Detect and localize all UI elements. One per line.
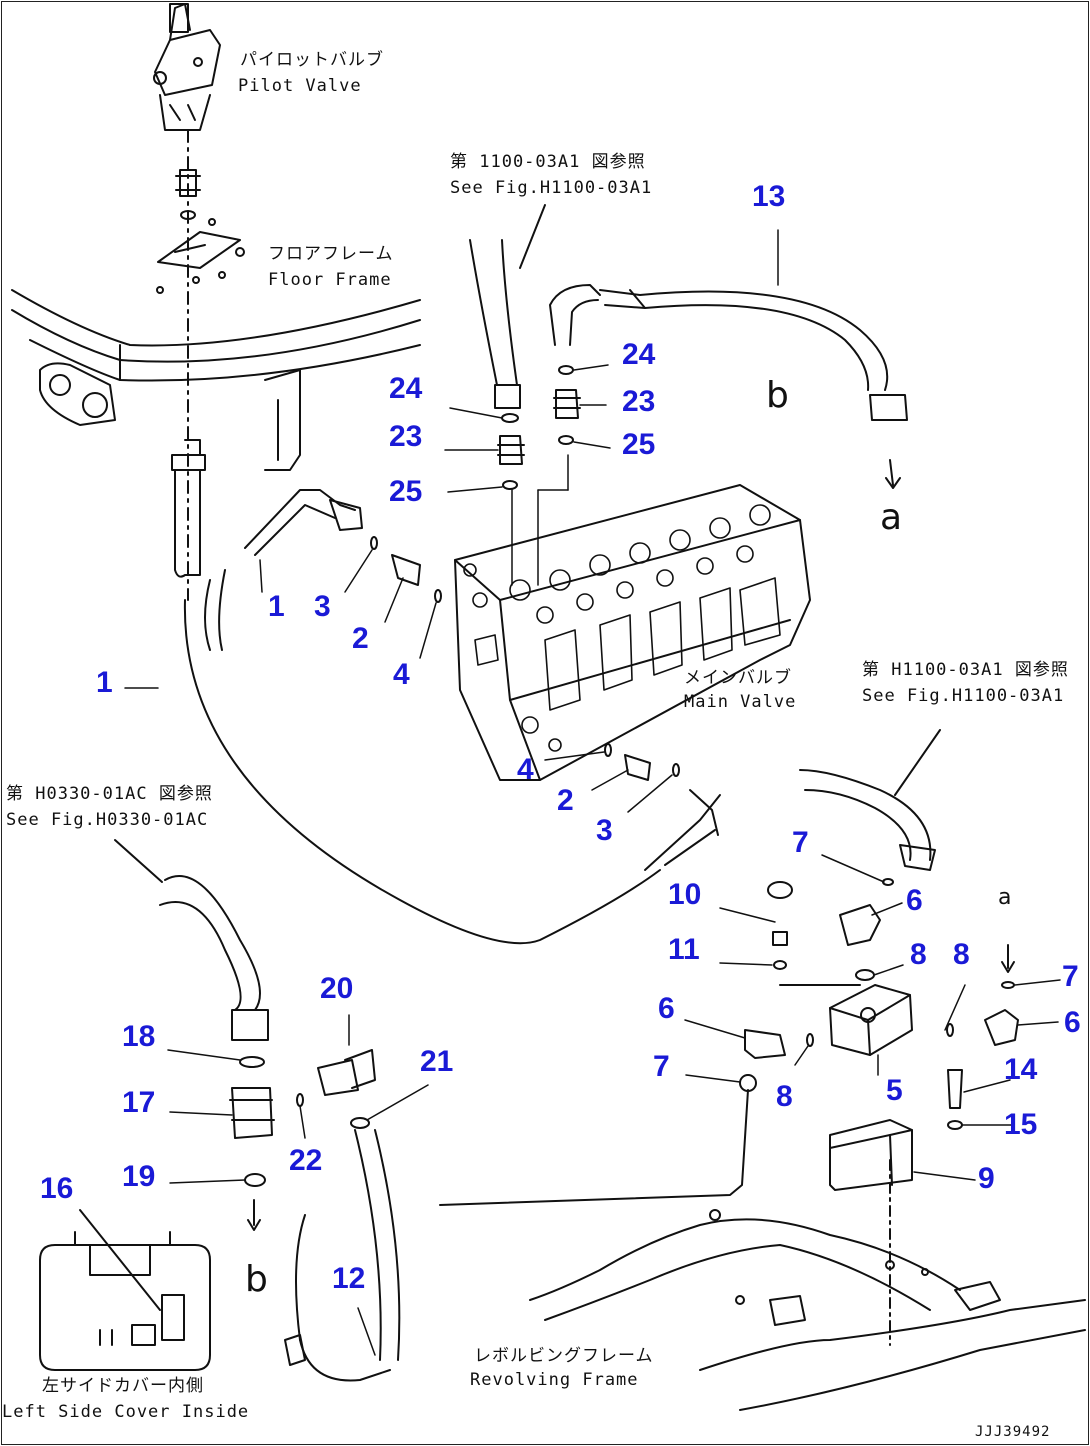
callout-6-c: 6 <box>1064 1006 1081 1039</box>
hose-1-upper-drawing <box>244 489 363 556</box>
callout-20: 20 <box>320 972 354 1005</box>
pilot-valve-drawing <box>153 3 221 601</box>
callout-23-a: 23 <box>389 420 423 453</box>
pilot-valve-label-en: Pilot Valve <box>238 76 362 96</box>
callout-12: 12 <box>332 1262 366 1295</box>
fittings-left-drawing <box>370 536 442 603</box>
block-9-drawing <box>829 1069 963 1346</box>
ref-left-label-jp: 第 H0330-01AC 図参照 <box>6 784 213 804</box>
letter-b-top: b <box>766 375 789 416</box>
callout-23-b: 23 <box>622 385 656 418</box>
side-cover-label-jp: 左サイドカバー内側 <box>42 1376 204 1396</box>
callout-14: 14 <box>1004 1053 1038 1086</box>
callout-6-a: 6 <box>906 884 923 917</box>
callout-21: 21 <box>420 1045 454 1078</box>
callout-17: 17 <box>122 1086 156 1119</box>
callout-8-a: 8 <box>910 938 927 971</box>
callout-25-b: 25 <box>622 428 656 461</box>
left-parts-drawing <box>114 839 401 1382</box>
pilot-valve-label-jp: パイロットバルブ <box>240 50 384 70</box>
callout-7-a: 7 <box>792 826 809 859</box>
revolving-frame-label-en: Revolving Frame <box>470 1370 639 1390</box>
callout-11: 11 <box>668 933 700 966</box>
leader-lines <box>124 229 1061 1356</box>
callout-3-b: 3 <box>596 814 613 847</box>
hose-ref-right-drawing <box>799 729 941 871</box>
callout-25-a: 25 <box>389 475 423 508</box>
callout-5: 5 <box>886 1074 903 1107</box>
ref-right-label-en: See Fig.H1100-03A1 <box>862 686 1065 706</box>
callout-2-b: 2 <box>557 784 574 817</box>
main-valve-label-jp: メインバルブ <box>684 668 792 688</box>
hose-ref-top-drawing <box>469 204 546 409</box>
callout-1-a: 1 <box>268 590 285 623</box>
callout-8-c: 8 <box>776 1080 793 1113</box>
callout-13: 13 <box>752 180 786 213</box>
ref-top-label-en: See Fig.H1100-03A1 <box>450 178 653 198</box>
main-valve-label-en: Main Valve <box>684 692 797 712</box>
side-cover-label-en: Left Side Cover Inside <box>2 1402 250 1422</box>
callout-24-b: 24 <box>622 338 656 371</box>
callout-24-a: 24 <box>389 372 423 405</box>
callout-7-c: 7 <box>653 1050 670 1083</box>
callout-9: 9 <box>978 1162 995 1195</box>
callout-4-b: 4 <box>517 753 534 786</box>
floor-frame-label-jp: フロアフレーム <box>268 244 394 264</box>
letter-b-bottom: b <box>245 1259 268 1300</box>
callout-3-a: 3 <box>314 590 331 623</box>
block-5-drawing <box>439 878 1019 1206</box>
letter-a-right: a <box>880 497 903 538</box>
callout-19: 19 <box>122 1160 156 1193</box>
callout-16: 16 <box>40 1172 74 1205</box>
callout-6-b: 6 <box>658 992 675 1025</box>
callout-10: 10 <box>668 878 702 911</box>
callout-1-b: 1 <box>96 666 113 699</box>
drawing-number: JJJ39492 <box>975 1424 1051 1440</box>
revolving-frame-label-jp: レボルビングフレーム <box>474 1346 654 1366</box>
callout-4-a: 4 <box>393 658 410 691</box>
ref-top-label-jp: 第 1100-03A1 図参照 <box>450 152 646 172</box>
callout-2-a: 2 <box>352 622 369 655</box>
ref-right-label-jp: 第 H1100-03A1 図参照 <box>862 660 1069 680</box>
hose-1-drawing <box>171 439 721 945</box>
side-cover-drawing <box>39 1209 211 1371</box>
callout-8-b: 8 <box>953 938 970 971</box>
revolving-frame-drawing <box>529 1209 1086 1411</box>
callout-22: 22 <box>289 1144 323 1177</box>
callout-15: 15 <box>1004 1108 1038 1141</box>
floor-frame-label-en: Floor Frame <box>268 270 392 290</box>
callout-7-b: 7 <box>1062 960 1079 993</box>
frame-beam-drawing <box>11 289 421 471</box>
hose-13-drawing <box>549 284 908 489</box>
floor-frame-drawing <box>156 218 245 294</box>
fittings-bottom-drawing <box>604 743 680 781</box>
callout-18: 18 <box>122 1020 156 1053</box>
ref-left-label-en: See Fig.H0330-01AC <box>6 810 209 830</box>
main-valve-drawing <box>454 454 811 781</box>
letter-a-small: a <box>998 885 1012 910</box>
